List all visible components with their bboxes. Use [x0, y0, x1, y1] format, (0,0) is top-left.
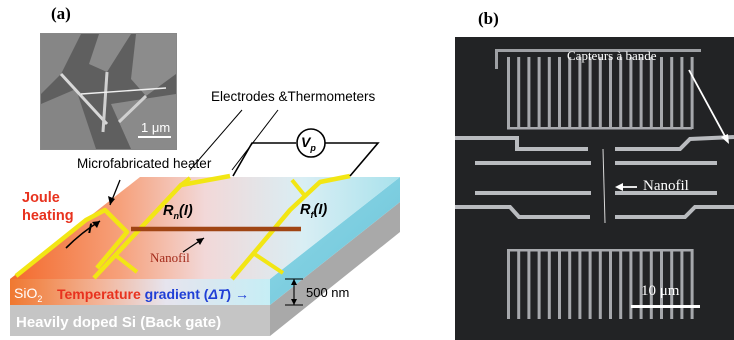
electrodes-label: Electrodes &Thermometers: [211, 89, 375, 104]
top-comb-finger: [548, 57, 551, 129]
substrate-label: Heavily doped Si (Back gate): [16, 314, 221, 331]
scale-label-b: 10 μm: [641, 283, 679, 300]
top-comb-finger: [599, 57, 602, 129]
bottom-comb-finger: [507, 249, 510, 319]
joule-label-line1: Joule: [22, 190, 60, 206]
bottom-comb-frame-top: [507, 249, 692, 252]
heater-label: Microfabricated heater: [77, 156, 211, 171]
top-comb-finger: [619, 57, 622, 129]
bottom-comb-finger: [629, 249, 632, 319]
top-comb-finger: [538, 57, 541, 129]
gradient-label: Temperature gradient (ΔT) →: [57, 286, 249, 302]
bottom-comb-finger: [548, 249, 551, 319]
top-comb-finger: [650, 57, 653, 129]
top-comb-finger: [680, 57, 683, 129]
sem-structure: [455, 37, 734, 340]
panel-b-label: (b): [478, 9, 499, 29]
top-comb-finger: [527, 57, 530, 129]
top-comb-frame-left: [495, 49, 498, 69]
panel-a: (a): [0, 0, 440, 340]
voltmeter-wire: [233, 143, 296, 176]
bottom-comb-finger: [578, 249, 581, 319]
bottom-comb-finger: [558, 249, 561, 319]
scale-bar-b: [631, 305, 700, 308]
electrodes-pointer-2: [232, 110, 278, 170]
top-comb-finger: [609, 57, 612, 129]
top-comb-finger: [670, 57, 673, 129]
voltmeter-wire-right: [325, 143, 378, 176]
top-comb-finger: [578, 57, 581, 129]
sensor-arrow-line: [689, 70, 727, 140]
top-comb-finger: [517, 57, 520, 129]
bottom-comb-finger: [599, 249, 602, 319]
top-comb-frame-bottom: [507, 127, 692, 130]
top-comb-finger: [660, 57, 663, 129]
rf-label: Rf(I): [300, 202, 327, 220]
bottom-comb-finger: [691, 249, 694, 319]
top-comb-finger: [691, 57, 694, 129]
nanowire-label: Nanofil: [150, 250, 190, 266]
bottom-comb-finger: [517, 249, 520, 319]
nanowire-label-b: Nanofil: [643, 178, 689, 195]
top-comb: [507, 57, 694, 129]
top-comb-finger: [629, 57, 632, 129]
top-comb-finger: [589, 57, 592, 129]
thickness-label: 500 nm: [306, 285, 349, 300]
bottom-comb-finger: [568, 249, 571, 319]
electrode-bar-1: [455, 138, 588, 149]
electrode-bar-5: [615, 137, 734, 149]
sem-image-panel-b: Capteurs à bande Nanofil 10 μm: [455, 37, 734, 340]
sio2-label: SiO2: [14, 285, 42, 304]
nanowire-arrow-b-head: [615, 183, 623, 191]
sem-inset-image: 1 μm: [40, 33, 177, 150]
sensor-label: Capteurs à bande: [567, 48, 657, 64]
bottom-comb-finger: [527, 249, 530, 319]
top-comb-finger: [507, 57, 510, 129]
inset-scale-label: 1 μm: [141, 120, 170, 135]
bottom-comb-finger: [589, 249, 592, 319]
nanowire-b: [603, 149, 605, 223]
joule-label-line2: heating: [22, 208, 74, 224]
bottom-comb-finger: [680, 249, 683, 319]
top-comb-finger: [568, 57, 571, 129]
top-comb-finger: [640, 57, 643, 129]
bottom-comb-finger: [538, 249, 541, 319]
current-label: I: [88, 220, 92, 236]
voltmeter-label: Vp: [301, 134, 316, 153]
bottom-comb-finger: [609, 249, 612, 319]
top-comb-finger: [558, 57, 561, 129]
electrode-bar-7: [615, 207, 734, 217]
bottom-comb-finger: [619, 249, 622, 319]
electrode-bar-3: [455, 207, 590, 217]
rn-label: Rn(I): [163, 203, 193, 221]
